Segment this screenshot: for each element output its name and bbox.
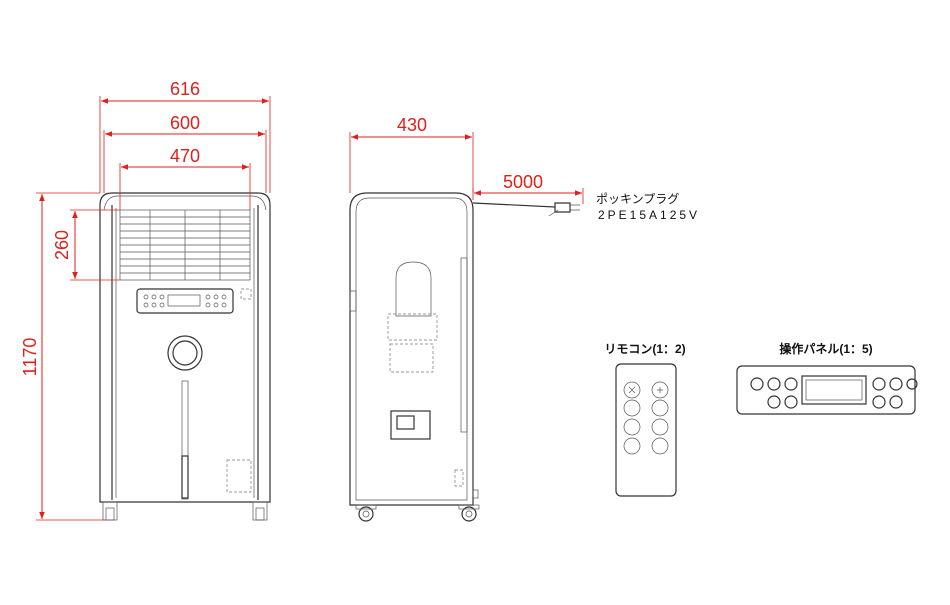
plug-model: 2PE15A125V	[598, 208, 700, 222]
remote-drawing: リモコン(1：2)	[604, 342, 686, 497]
dim-overall-height: 1170	[20, 338, 40, 377]
side-casters	[355, 504, 480, 522]
front-grille	[119, 209, 251, 281]
dim-cord-length: 5000	[503, 172, 543, 192]
side-view	[349, 192, 580, 522]
dim-depth: 430	[397, 115, 427, 135]
remote-label: リモコン(1：2)	[604, 342, 685, 356]
dim-body-width: 600	[170, 113, 200, 133]
dim-grille-height: 260	[52, 230, 72, 260]
dim-grille-width: 470	[170, 146, 200, 166]
panel-label: 操作パネル(1：5)	[779, 341, 872, 356]
side-dimensions: 430 5000	[349, 115, 584, 204]
plug-name: ポッキンプラグ	[596, 192, 679, 206]
dim-overall-width: 616	[170, 79, 200, 99]
water-gauge	[181, 380, 189, 500]
front-casters	[102, 501, 268, 521]
front-dimensions: 616 600 470 260 1170	[20, 79, 271, 521]
front-control-panel	[136, 288, 252, 314]
plug-drawing	[548, 202, 580, 217]
front-view	[99, 192, 271, 521]
front-knob	[167, 335, 203, 371]
panel-drawing: 操作パネル(1：5)	[736, 341, 918, 415]
